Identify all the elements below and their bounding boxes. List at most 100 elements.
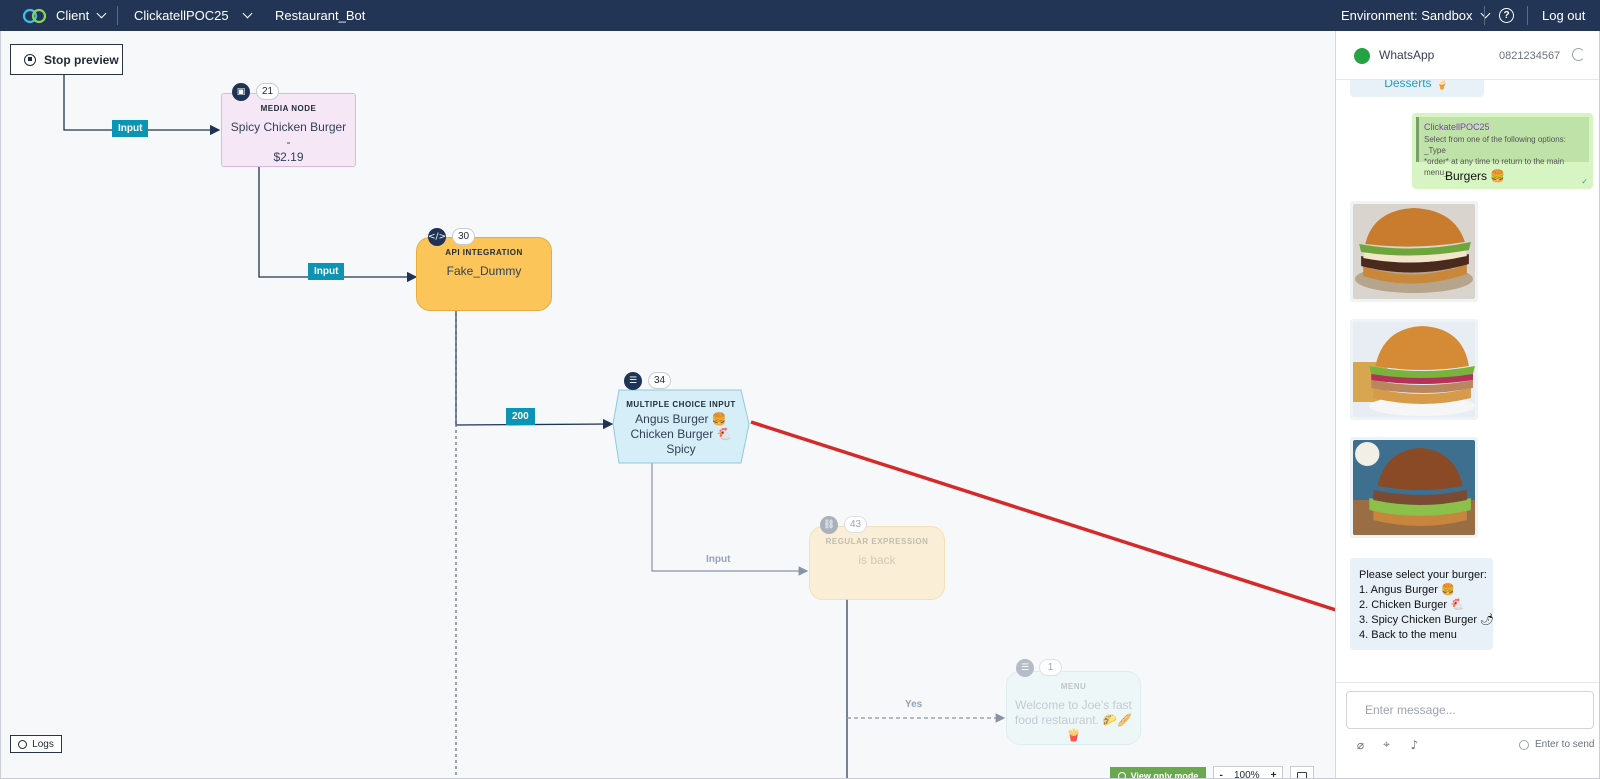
info-icon [18, 739, 28, 749]
divider [1484, 6, 1485, 25]
menu-icon: ☰ [1016, 659, 1034, 677]
zoom-in-button[interactable]: + [1270, 770, 1277, 779]
flow-canvas[interactable]: Stop preview MEDIA NODE Spicy Chicken Bu… [0, 31, 1335, 779]
image-message[interactable] [1350, 437, 1478, 538]
edge-line [651, 453, 809, 576]
node-text: Angus Burger 🍔Chicken Burger 🐔 Spicy [630, 412, 732, 456]
edge-label[interactable]: Input [308, 263, 345, 280]
burger-image [1353, 322, 1475, 417]
node-type: MENU [1060, 682, 1087, 691]
logo-icon [22, 8, 47, 23]
account-name: ClickatellPOC25 [134, 8, 229, 23]
enter-to-send-hint: Enter to send [1519, 739, 1594, 750]
whatsapp-icon [1354, 48, 1370, 64]
media-node[interactable]: MEDIA NODE Spicy Chicken Burger -$2.19 [221, 93, 356, 167]
api-integration-node[interactable]: API INTEGRATION Fake_Dummy [416, 237, 552, 311]
multiple-choice-node-shape [612, 389, 750, 464]
list-icon: ☰ [624, 372, 642, 390]
stop-preview-button[interactable]: Stop preview [10, 44, 123, 75]
divider [117, 6, 118, 25]
code-icon: </> [428, 228, 446, 246]
flow-edges [63, 73, 1335, 778]
read-tick-icon: ✓ [1581, 177, 1588, 186]
zoom-control: - 100% + [1213, 766, 1283, 779]
burger-image [1353, 204, 1475, 299]
attachment-icon[interactable]: ⌀ [1356, 737, 1365, 752]
stop-preview-label: Stop preview [44, 52, 119, 67]
quote-header: ClickatellPOC25 [1424, 122, 1490, 132]
chat-preview-panel: WhatsApp 0821234567 Desserts 🍦 Clickatel… [1335, 31, 1600, 779]
bot-dropdown[interactable] [242, 0, 253, 31]
info-icon [1519, 739, 1529, 750]
zoom-level: 100% [1233, 770, 1260, 779]
logo[interactable] [22, 0, 48, 31]
environment-label: Environment: Sandbox [1341, 8, 1473, 23]
media-icon: ▣ [232, 83, 250, 101]
quote-text: Select from one of the following options… [1424, 135, 1566, 177]
message-line: Please select your burger: [1359, 569, 1487, 581]
stop-icon [24, 53, 36, 66]
image-message[interactable] [1350, 201, 1478, 302]
node-type: API INTEGRATION [445, 248, 523, 257]
edge-label[interactable]: 200 [506, 408, 535, 425]
chevron-down-icon [96, 8, 107, 18]
channel-name: WhatsApp [1379, 48, 1435, 62]
image-message[interactable] [1350, 319, 1478, 420]
client-dropdown[interactable]: Client [56, 0, 107, 31]
chat-header: WhatsApp 0821234567 [1336, 31, 1599, 80]
keyboard-icon [1297, 772, 1307, 778]
node-id-badge: 43 [844, 516, 868, 533]
chat-message-out: ClickatellPOC25 Select from one of the f… [1412, 113, 1593, 189]
edge-line [258, 166, 418, 283]
node-type: MULTIPLE CHOICE INPUT [626, 400, 736, 409]
regular-expression-node[interactable]: REGULAR EXPRESSION is back [809, 526, 945, 600]
view-only-label: View only mode [1130, 771, 1199, 779]
message-input[interactable] [1347, 692, 1593, 728]
divider [1527, 6, 1528, 25]
microphone-icon[interactable]: ♪ [1410, 737, 1419, 752]
chat-message-in: Please select your burger: 1. Angus Burg… [1350, 558, 1495, 650]
node-type: MEDIA NODE [260, 104, 317, 113]
enter-hint-text: Enter to send [1535, 739, 1595, 750]
chevron-down-icon [242, 8, 253, 18]
logout-link[interactable]: Log out [1542, 8, 1586, 23]
edge-label[interactable]: Yes [901, 698, 927, 711]
message-text: Burgers 🍔 [1445, 169, 1506, 183]
message-line: 3. Spicy Chicken Burger 🌶 [1359, 614, 1495, 626]
edge-label[interactable]: Input [112, 120, 149, 137]
node-id-badge: 30 [452, 228, 476, 245]
zoom-out-button[interactable]: - [1219, 770, 1223, 779]
location-icon[interactable]: ⌖ [1383, 737, 1390, 751]
node-id-badge: 21 [256, 83, 280, 100]
divider [1336, 682, 1599, 683]
eye-icon [1117, 772, 1126, 778]
view-only-mode-badge[interactable]: View only mode [1110, 767, 1206, 779]
node-text: Spicy Chicken Burger -$2.19 [230, 120, 347, 164]
node-id-badge: 34 [648, 372, 672, 389]
link-icon: ⛓ [820, 516, 838, 534]
edge-label[interactable]: Input [702, 553, 735, 566]
burger-image [1353, 440, 1475, 535]
node-id-badge: 1 [1039, 659, 1062, 676]
message-line: 2. Chicken Burger 🐔 [1359, 599, 1464, 611]
environment-dropdown[interactable]: Environment: Sandbox [1341, 0, 1490, 31]
chevron-down-icon [1480, 8, 1490, 18]
quoted-message: ClickatellPOC25 Select from one of the f… [1416, 117, 1589, 177]
node-type: REGULAR EXPRESSION [825, 537, 929, 546]
node-text: is back [858, 553, 896, 567]
logs-label: Logs [32, 738, 54, 750]
multiple-choice-node[interactable]: MULTIPLE CHOICE INPUT Angus Burger 🍔Chic… [613, 390, 749, 463]
help-button[interactable]: ? [1499, 0, 1514, 31]
top-bar: Client ClickatellPOC25 Restaurant_Bot En… [0, 0, 1600, 31]
client-label: Client [56, 8, 90, 23]
message-input-wrapper [1346, 691, 1594, 729]
message-line: 4. Back to the menu [1359, 629, 1457, 641]
bot-name: Restaurant_Bot [275, 8, 366, 23]
logs-button[interactable]: Logs [10, 735, 62, 753]
help-icon: ? [1499, 8, 1514, 23]
keyboard-shortcuts-button[interactable] [1290, 766, 1314, 778]
refresh-icon[interactable] [1572, 48, 1585, 61]
message-line: 1. Angus Burger 🍔 [1359, 584, 1455, 596]
